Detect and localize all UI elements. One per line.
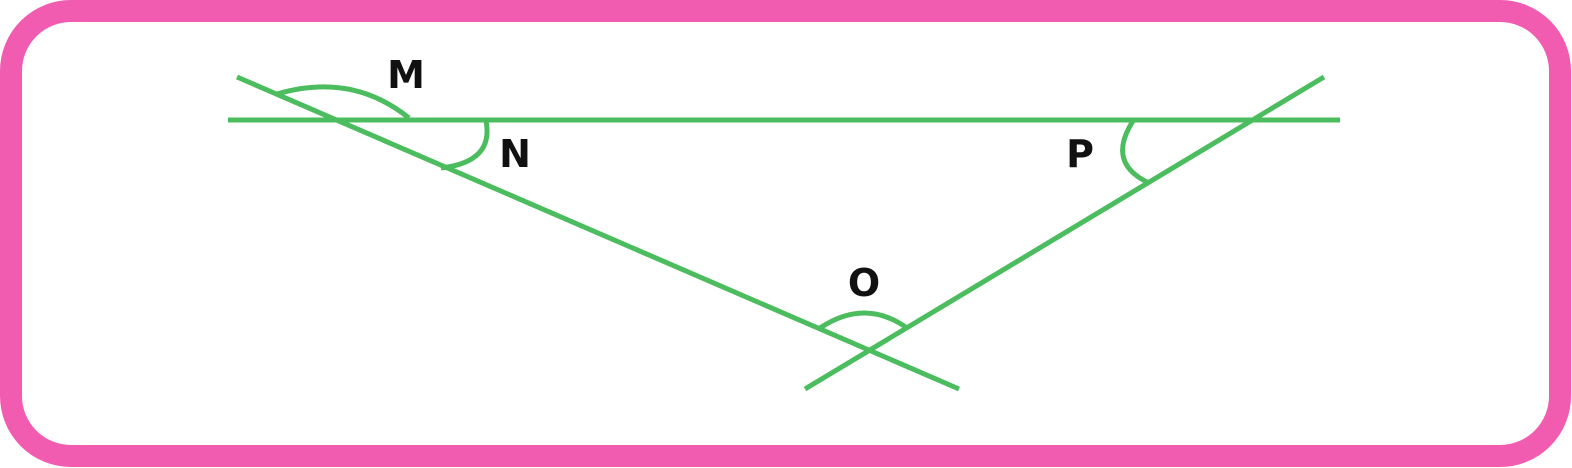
- angle-arc-n: [440, 120, 490, 171]
- right-transversal-line: [803, 74, 1326, 392]
- label-o: O: [848, 261, 880, 305]
- left-transversal-line: [236, 74, 960, 392]
- angle-arc-p: [1120, 119, 1151, 186]
- angle-labels-group: M N O P: [387, 53, 1094, 305]
- angle-arc-o: [818, 310, 909, 331]
- lines-group: [228, 74, 1340, 392]
- angle-arcs-group: [276, 84, 1151, 331]
- label-n: N: [499, 132, 531, 176]
- label-m: M: [387, 53, 425, 97]
- label-p: P: [1066, 132, 1094, 176]
- angle-arc-m: [276, 84, 411, 120]
